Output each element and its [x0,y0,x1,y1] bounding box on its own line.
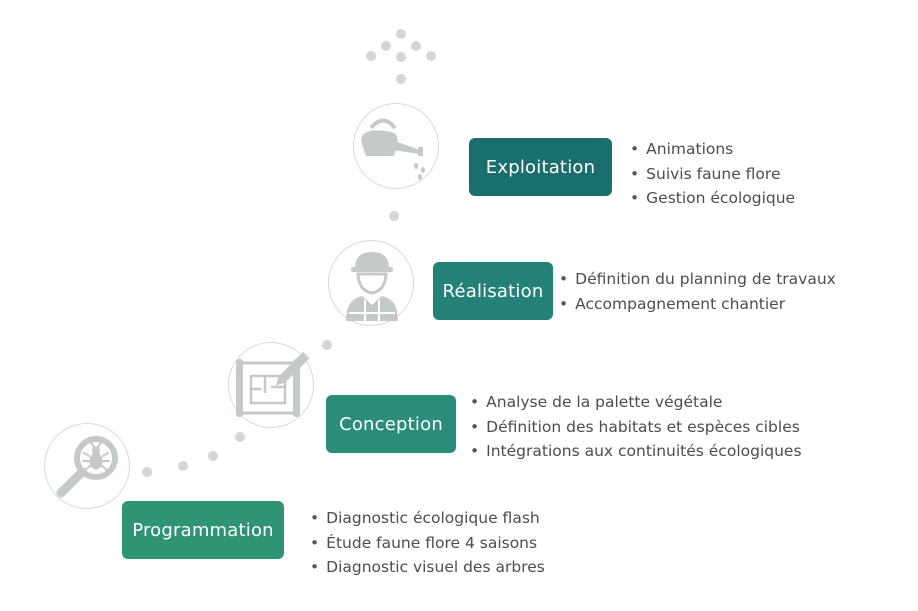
exploitation-list: Animations Suivis faune flore Gestion éc… [630,137,795,211]
list-item: Diagnostic visuel des arbres [310,555,545,580]
connector-dot [381,41,391,51]
exploitation-icon-circle [353,103,439,189]
step-programmation: Programmation [122,501,284,559]
programmation-icon-circle [44,423,130,509]
step-label: Programmation [132,519,274,541]
connector-dot [208,451,218,461]
step-label: Réalisation [442,280,544,302]
list-item: Intégrations aux continuités écologiques [470,439,801,464]
step-conception: Conception [326,395,456,453]
connector-dot [322,340,332,350]
connector-dot [389,211,399,221]
list-item: Suivis faune flore [630,162,795,187]
step-realisation: Réalisation [433,262,553,320]
magnifier-bug-icon [56,436,118,498]
list-item: Diagnostic écologique flash [310,506,545,531]
realisation-icon-circle [328,240,414,326]
list-item: Définition des habitats et espèces cible… [470,415,802,440]
list-item: Analyse de la palette végétale [470,390,802,415]
realisation-list: Définition du planning de travaux Accomp… [559,267,836,316]
connector-dot [396,52,406,62]
blueprint-pencil-icon [236,351,310,417]
step-exploitation: Exploitation [469,138,612,196]
connector-dot [411,41,421,51]
conception-list: Analyse de la palette végétale Définitio… [470,390,802,464]
programmation-list: Diagnostic écologique flash Étude faune … [310,506,545,580]
list-item: Définition du planning de travaux [559,267,836,292]
list-item: Animations [630,137,795,162]
step-label: Exploitation [485,156,596,178]
list-item: Étude faune flore 4 saisons [310,531,545,556]
connector-dot [426,51,436,61]
connector-dot [178,461,188,471]
watering-can-icon [361,118,425,180]
connector-dot [396,74,406,84]
list-item: Gestion écologique [630,186,795,211]
conception-icon-circle [228,342,314,428]
step-label: Conception [339,413,443,435]
connector-dot [366,51,376,61]
construction-worker-icon [346,252,398,321]
connector-dot [235,432,245,442]
list-item: Accompagnement chantier [559,292,836,317]
connector-dot [142,467,152,477]
connector-dot [396,29,406,39]
